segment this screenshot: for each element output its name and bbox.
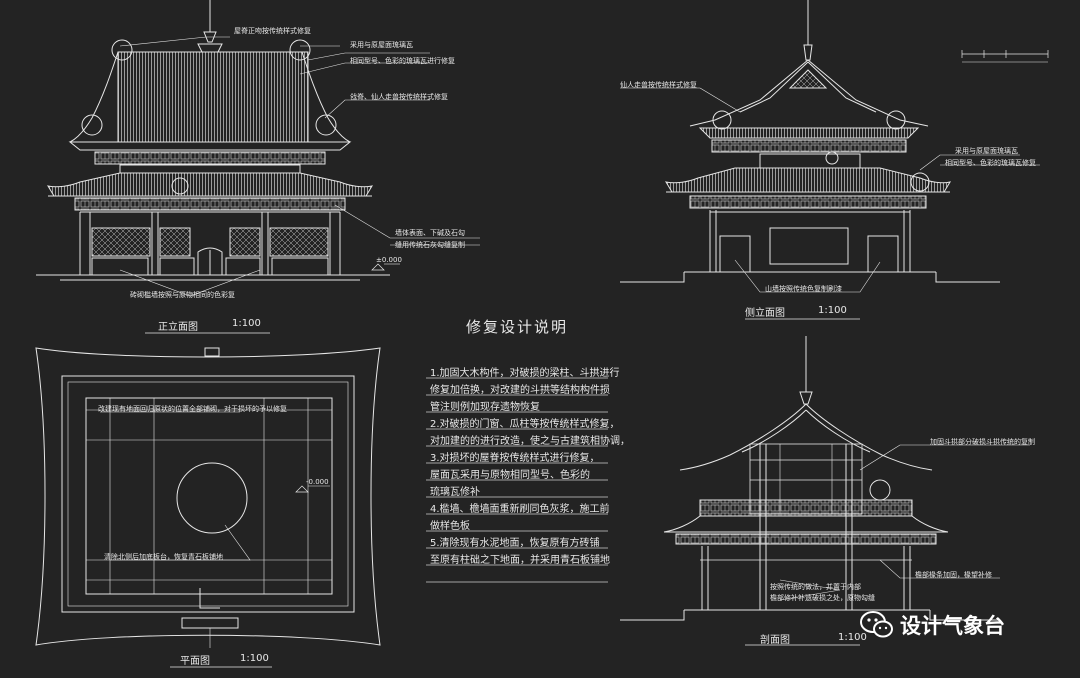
callout-side-tile-2: 相同型号、色彩的琉璃瓦修复 [945, 159, 1036, 167]
callout-side-ridge: 仙人走兽按传统样式修复 [620, 81, 697, 89]
callout-section-eave: 檐部椽条加固，椽望补修 [915, 571, 992, 579]
notes-line-12: 至原有柱础之下地面，并采用青石板铺地 [430, 555, 610, 566]
callout-front-sill-wall: 砖砌槛墙按照与原物相同的色彩复 [130, 291, 235, 299]
floor-plan [35, 347, 381, 668]
callout-side-gable: 山墙按照传统色复制刷漆 [765, 285, 842, 293]
callout-front-roof-tile-2: 相同型号、色彩的琉璃瓦进行修复 [350, 57, 455, 65]
side-elevation-title: 侧立面图 [745, 308, 785, 319]
front-elevation [36, 0, 480, 334]
callout-side-tile: 采用与原屋面琉璃瓦 [955, 147, 1018, 155]
front-elevation-title: 正立面图 [158, 322, 198, 333]
callout-front-ridge: 屋脊正吻按传统样式修复 [234, 27, 311, 35]
notes-line-2: 修复加倍换，对改建的斗拱等结构构件损 [430, 385, 610, 396]
callout-front-wall-2: 缝用传统石灰勾缝复制 [395, 241, 465, 249]
wechat-icon [860, 611, 893, 638]
section-scale: 1:100 [838, 632, 867, 643]
notes-line-3: 管注则例加现存遗物恢复 [430, 402, 540, 413]
watermark-text: 设计气象台 [900, 614, 1005, 638]
section-title: 剖面图 [760, 635, 790, 646]
section-view [620, 336, 1030, 646]
notes-line-1: 1.加固大木构件，对破损的梁柱、斗拱进行 [430, 368, 620, 379]
notes-line-6: 3.对损坏的屋脊按传统样式进行修复， [430, 453, 600, 464]
watermark: 设计气象台 [860, 610, 1005, 640]
notes-line-11: 5.清除现有水泥地面，恢复原有方砖铺 [430, 538, 600, 549]
callout-plan-paving: 清除北侧后加底板台，恢复青石板铺地 [104, 553, 223, 561]
callout-plan-floor: 改建现有地面回归原状的位置全部铺砌，对于损坏的予以修复 [98, 405, 287, 413]
notes-line-10: 做样色板 [430, 521, 470, 532]
side-elevation-scale: 1:100 [818, 305, 847, 316]
notes-line-8: 琉璃瓦修补 [430, 487, 480, 498]
callout-section-bracket: 加固斗拱部分破损斗拱传统的复制 [930, 438, 1035, 446]
plan-title: 平面图 [180, 656, 210, 667]
callout-front-hip-ridge: 戗脊、仙人走兽按传统样式修复 [350, 93, 448, 101]
notes-title: 修复设计说明 [466, 318, 569, 336]
notes-line-7: 屋面瓦采用与原物相同型号、色彩的 [430, 470, 590, 481]
callout-section-interior: 按照传统的做法，并置于内部 [770, 583, 861, 591]
notes-line-9: 4.槛墙、檐墙面重新刷同色灰浆，施工前 [430, 504, 610, 515]
notes-lines [426, 377, 608, 583]
callout-front-wall: 墙体表面、下碱及石勾 [395, 229, 465, 237]
notes-line-5: 对加建的的进行改造，使之与古建筑相协调， [430, 436, 630, 447]
front-level-mark: ±0.000 [376, 256, 402, 264]
front-elevation-scale: 1:100 [232, 318, 261, 329]
plan-level-mark: -0.000 [306, 478, 329, 486]
side-elevation [620, 0, 1049, 320]
notes-line-4: 2.对破损的门窗、瓜柱等按传统样式修复， [430, 419, 620, 430]
plan-scale: 1:100 [240, 653, 269, 664]
callout-front-roof-tile: 采用与原屋面琉璃瓦 [350, 41, 413, 49]
callout-section-repair: 檐部修补补遗破损之处，原物勾缝 [770, 594, 875, 602]
